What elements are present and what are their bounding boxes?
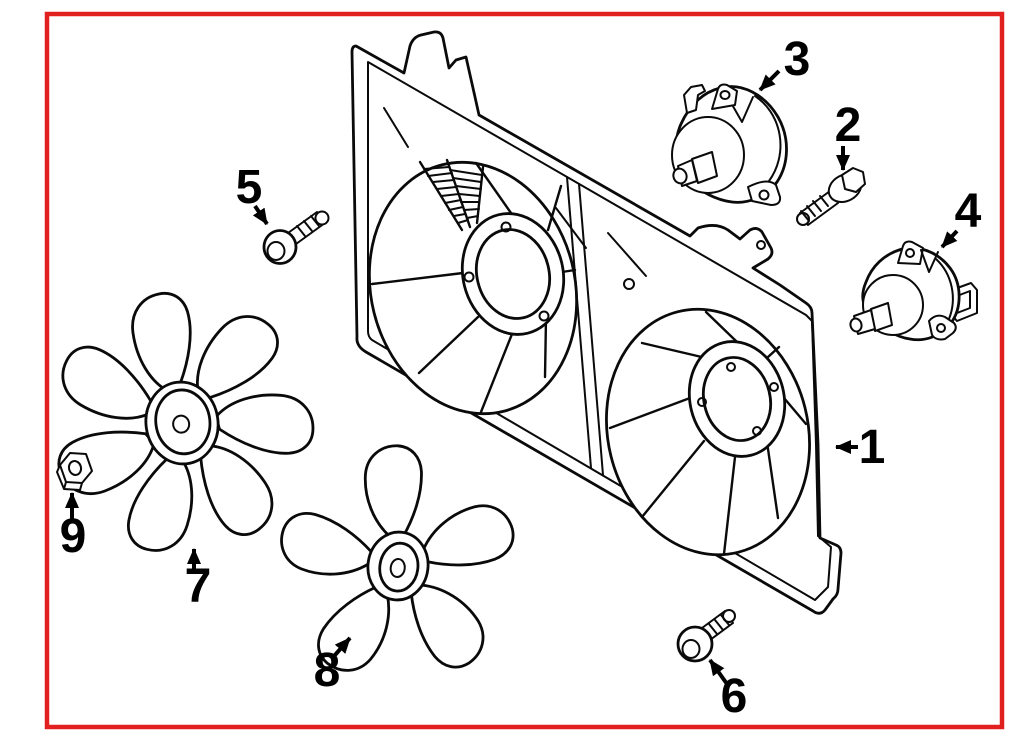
callout-5-label: 5	[236, 161, 263, 214]
screw5-head	[262, 229, 298, 265]
motor3-ear	[711, 83, 738, 110]
bolt2-threads	[800, 195, 829, 222]
callout-8-arrow	[333, 636, 352, 657]
callout-6-label: 6	[721, 670, 748, 723]
shroud-edge-slot	[815, 429, 819, 473]
callout-4-arrow	[940, 229, 959, 249]
callout-7-label: 7	[185, 560, 212, 613]
right-hub-hole	[769, 382, 779, 392]
motor4-shaft-collar	[870, 302, 893, 332]
callout-5: 5	[236, 161, 269, 226]
callout-2: 2	[835, 99, 862, 171]
motor3-shaft-tip	[672, 167, 688, 185]
motor3-shaft-collar	[691, 151, 718, 184]
callout-9-label: 9	[60, 510, 87, 563]
motor3-bracket	[683, 84, 706, 114]
bolt2-hex-head	[841, 167, 866, 193]
fan-blade-five	[280, 444, 515, 672]
fan8-hub-hole	[389, 558, 406, 578]
right-fan-spokes	[608, 310, 808, 556]
fan7-hub-hole	[172, 414, 191, 434]
callout-4: 4	[940, 185, 982, 249]
fan-motor-left	[671, 83, 788, 206]
motor4-foot	[928, 314, 957, 341]
callout-3: 3	[758, 33, 811, 92]
callout-6: 6	[708, 658, 748, 723]
retaining-nut	[56, 452, 93, 491]
shroud-shine-lines	[383, 107, 647, 277]
callout-2-label: 2	[835, 99, 862, 152]
callout-3-label: 3	[784, 33, 811, 86]
diagram-border	[44, 11, 1005, 730]
callout-6-arrow	[708, 658, 729, 686]
callout-5-arrow	[252, 204, 269, 226]
left-fan-spokes	[370, 161, 577, 414]
screw5-head-recess	[266, 241, 286, 261]
screw6-head	[676, 625, 714, 663]
fan-motor-right	[849, 240, 978, 342]
shroud-tab-hole	[756, 240, 766, 250]
right-fan-hub-inner	[702, 356, 772, 442]
callout-3-arrow	[758, 69, 781, 92]
nut-hole	[67, 460, 83, 476]
shroud-inner-frame	[367, 61, 832, 601]
motor4-ear-hole	[905, 248, 915, 258]
screw6-head-recess	[681, 639, 701, 659]
left-hub-hole	[500, 221, 512, 233]
mounting-bolt	[796, 167, 866, 226]
screw-lower	[676, 609, 736, 663]
callout-7: 7	[185, 548, 212, 613]
motor3-rim-arc	[754, 95, 782, 182]
callout-8-label: 8	[314, 644, 341, 697]
callout-9: 9	[60, 492, 87, 563]
motor3-foot-hole	[758, 189, 770, 201]
fan-shroud-assembly	[350, 30, 843, 615]
left-hub-hole	[538, 310, 550, 322]
screw-upper	[262, 210, 330, 265]
motor4-rim-arc	[935, 258, 954, 320]
callout-1: 1	[835, 421, 886, 474]
motor3-ear-hole	[719, 90, 731, 100]
motor4-shaft-tip	[849, 317, 863, 333]
callouts: 1 2 3 4 5 6 7 8	[60, 33, 982, 723]
shroud-panel-hole	[623, 278, 635, 290]
left-hub-hole	[463, 271, 475, 283]
motor3-foot	[747, 180, 782, 206]
motor4-ear	[897, 240, 924, 265]
left-fan-ribbed-band	[418, 158, 485, 232]
fan8-hub-inner	[378, 541, 420, 593]
motor4-foot-hole	[936, 323, 946, 333]
callout-4-label: 4	[955, 185, 982, 238]
right-hub-hole	[697, 397, 707, 407]
callout-1-label: 1	[859, 421, 886, 474]
motor4-vnotch	[920, 249, 939, 273]
screw5-tip	[314, 210, 330, 226]
fan-blade-seven	[57, 291, 315, 552]
right-hub-hole	[752, 426, 762, 436]
shroud-center-divider	[566, 176, 604, 476]
screw6-threads	[708, 614, 730, 635]
right-hub-hole	[726, 362, 736, 372]
callout-8: 8	[314, 636, 352, 697]
right-fan-hub	[687, 340, 787, 458]
nut-top-face	[59, 452, 93, 484]
screw5-threads	[296, 215, 320, 237]
